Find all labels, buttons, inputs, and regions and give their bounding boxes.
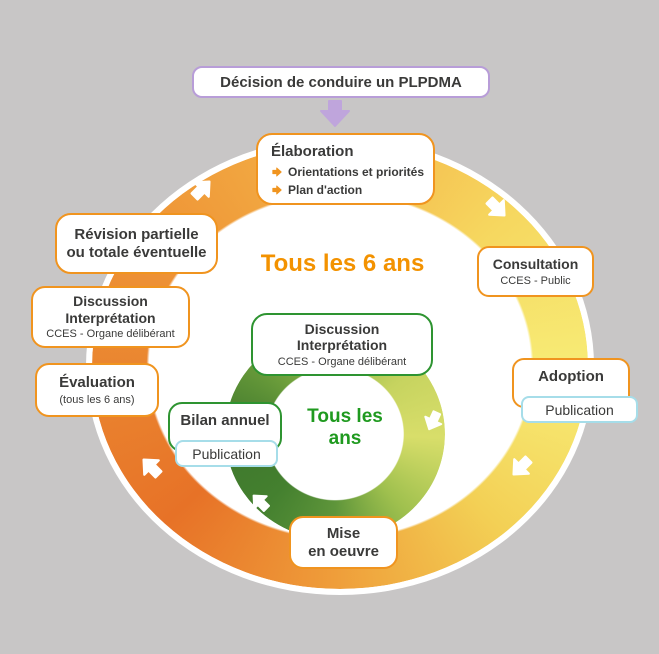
flow-arrow-icon — [498, 444, 545, 491]
consultation-box: Consultation CCES - Public — [477, 246, 594, 297]
revision-line2: ou totale éventuelle — [66, 243, 207, 261]
discussion-outer-box: Discussion Interprétation CCES - Organe … — [31, 286, 190, 348]
discussion-inner-subtitle: CCES - Organe délibérant — [277, 355, 407, 368]
discussion-inner-box: Discussion Interprétation CCES - Organe … — [251, 313, 433, 376]
evaluation-box: Évaluation (tous les 6 ans) — [35, 363, 159, 417]
bullet-arrow-icon — [272, 167, 282, 177]
mise-en-oeuvre-box: Mise en oeuvre — [289, 516, 398, 569]
flow-arrow-icon — [474, 185, 521, 232]
inner-period-label: Tous les ans — [283, 406, 407, 450]
outer-period-label: Tous les 6 ans — [260, 250, 425, 277]
discussion-inner-line1: Discussion — [304, 320, 380, 337]
flow-arrow-icon — [179, 166, 226, 213]
mise-line2: en oeuvre — [308, 542, 379, 560]
elaboration-title: Élaboration — [271, 143, 354, 161]
decision-label: Décision de conduire un PLPDMA — [220, 73, 462, 91]
evaluation-subtitle: (tous les 6 ans) — [59, 393, 135, 406]
revision-line1: Révision partielle — [74, 225, 199, 243]
adoption-title: Adoption — [538, 368, 604, 386]
bilan-title: Bilan annuel — [180, 412, 270, 430]
bilan-publication-badge: Publication — [175, 440, 278, 467]
elaboration-bullet-1: Orientations et priorités — [271, 165, 424, 179]
decision-box: Décision de conduire un PLPDMA — [192, 66, 490, 98]
consultation-subtitle: CCES - Public — [500, 274, 571, 287]
discussion-outer-line2: Interprétation — [65, 309, 156, 326]
consultation-title: Consultation — [492, 256, 579, 273]
elaboration-box: Élaboration Orientations et priorités Pl… — [256, 133, 435, 205]
down-arrow-icon — [318, 100, 352, 128]
discussion-outer-subtitle: CCES - Organe délibérant — [46, 328, 175, 341]
inner-period-line1: Tous les — [307, 406, 383, 427]
evaluation-title: Évaluation — [59, 374, 135, 392]
flow-arrow-icon — [415, 402, 451, 440]
inner-period-line2: ans — [328, 427, 362, 449]
mise-line1: Mise — [326, 524, 361, 542]
flow-arrow-icon — [240, 482, 280, 522]
flow-arrow-icon — [128, 444, 175, 491]
elaboration-bullet-2: Plan d'action — [271, 183, 362, 197]
discussion-outer-line1: Discussion — [73, 293, 148, 310]
revision-box: Révision partielle ou totale éventuelle — [55, 213, 218, 274]
discussion-inner-line2: Interprétation — [296, 337, 388, 354]
adoption-publication-badge: Publication — [521, 396, 638, 423]
bullet-arrow-icon — [272, 185, 282, 195]
